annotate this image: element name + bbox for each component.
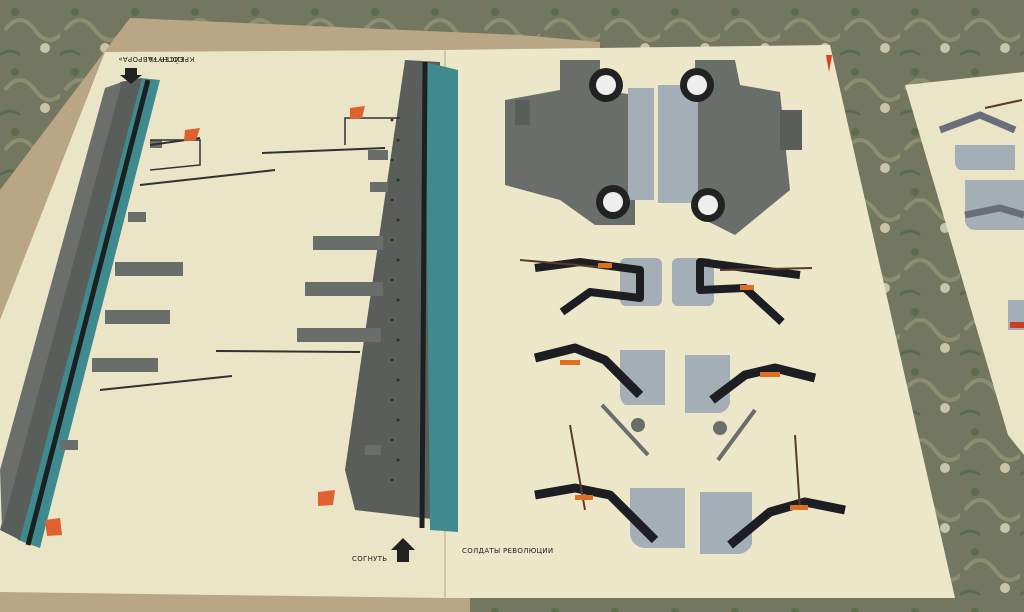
armored-car-right bbox=[658, 60, 802, 235]
flag-left-bottom bbox=[45, 518, 62, 536]
cruiser-turrets-right bbox=[297, 150, 388, 455]
soldier-pair-row-3 bbox=[534, 424, 846, 555]
side-sheet-soldiers bbox=[938, 99, 1024, 330]
mast-rig-left bbox=[149, 139, 201, 171]
fold-arrow-bottom bbox=[391, 538, 415, 562]
mast-rig-right bbox=[344, 117, 400, 145]
gun-barrels-right bbox=[215, 147, 386, 353]
flag-left-top bbox=[184, 128, 200, 141]
fold-arrow-top bbox=[120, 68, 142, 84]
soldier-pair-row-1 bbox=[519, 258, 813, 325]
soldiers-section-label: СОЛДАТЫ РЕВОЛЮЦИИ bbox=[462, 547, 554, 555]
flag-right-bottom bbox=[318, 490, 335, 506]
soldier-pair-row-2 bbox=[533, 343, 817, 462]
fold-label-bottom: СОГНУТЬ bbox=[352, 555, 388, 563]
armored-car-left bbox=[505, 60, 654, 225]
cruiser-turrets-left bbox=[60, 140, 183, 450]
fold-label-top: СОГНУТЬ bbox=[148, 55, 184, 63]
cruiser-hull-right bbox=[345, 60, 458, 532]
cruiser-hull-left bbox=[0, 78, 160, 548]
flag-right-top bbox=[350, 106, 365, 119]
corner-marker bbox=[826, 55, 832, 72]
